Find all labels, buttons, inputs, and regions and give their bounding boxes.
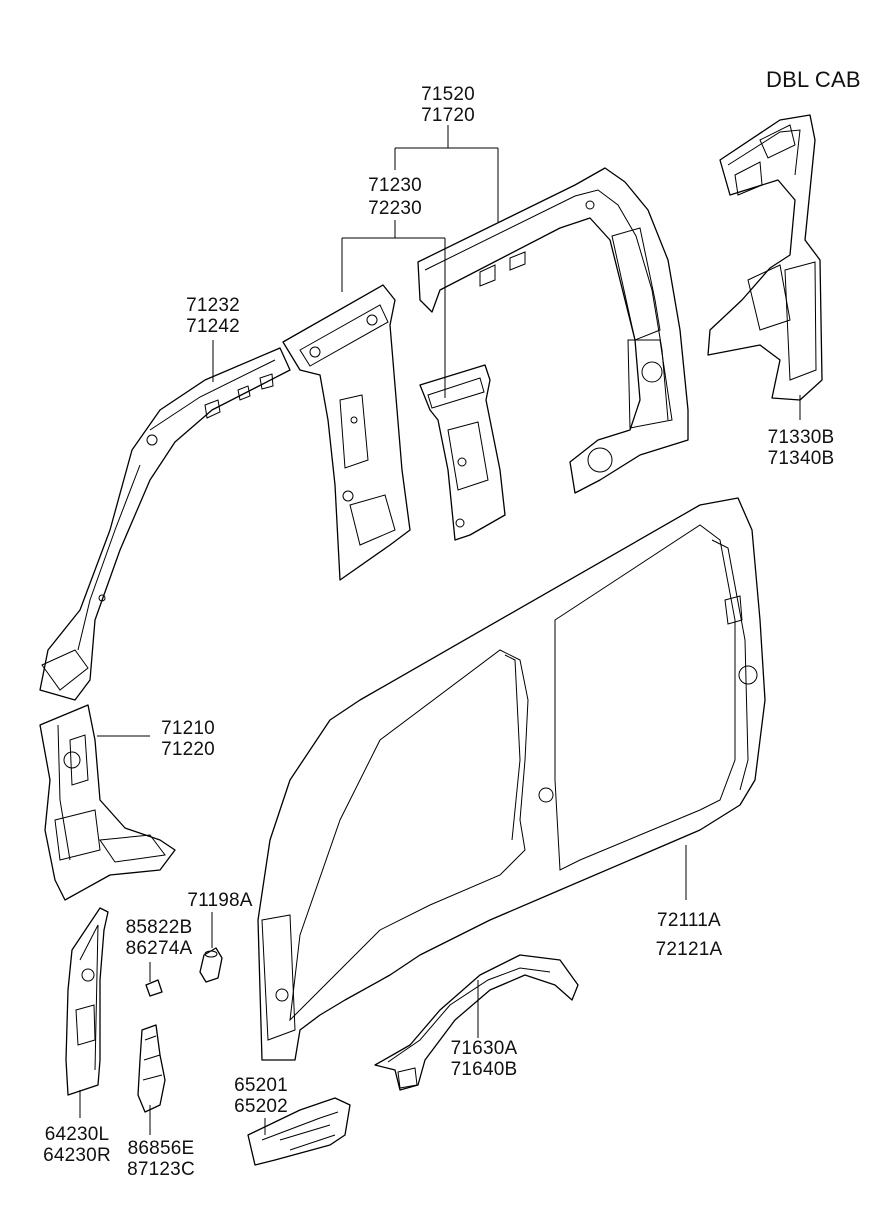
callout-plug: 71198A [175, 890, 265, 911]
side-outer-panel-part [257, 497, 766, 1061]
leader-roof-rail [394, 125, 499, 222]
part-code: 72230 [368, 198, 422, 219]
part-code: 64230R [43, 1145, 111, 1166]
part-code: 86856E [127, 1138, 195, 1159]
callout-rear-panel-dbl-cab: 71330B 71340B [756, 427, 846, 469]
center-pillar-part [282, 284, 411, 581]
step-panel-part [247, 1097, 351, 1166]
part-code: 72111A [657, 910, 721, 931]
part-code: 71198A [187, 890, 253, 911]
callout-front-pillar-lower: 71210 71220 [150, 718, 226, 760]
bracket-part [137, 1024, 166, 1113]
leader-lines [79, 125, 801, 1135]
callout-bracket: 86856E 87123C [116, 1138, 206, 1180]
callout-wheel-house: 71630A 71640B [439, 1038, 529, 1080]
callout-side-outer-panel: 72111A 72121A [644, 910, 734, 960]
part-code: 71230 [368, 175, 422, 196]
callout-roof-rail: 71520 71720 [410, 84, 486, 126]
part-code: 87123C [127, 1159, 195, 1180]
cowl-side-part [65, 907, 109, 1096]
plug-part [199, 947, 223, 983]
wheel-house-part [374, 954, 579, 1091]
part-code: 71330B [767, 427, 835, 448]
leader-center-pillar [341, 220, 446, 398]
clip-part [145, 979, 163, 997]
part-code: 72121A [655, 939, 723, 960]
callout-center-pillar: 71230 72230 [357, 175, 433, 219]
callout-clip: 85822B 86274A [114, 917, 204, 959]
front-pillar-lower-part [39, 704, 176, 901]
part-code: 71520 [421, 84, 475, 105]
part-code: 71340B [767, 448, 835, 469]
part-code: 71232 [186, 295, 240, 316]
part-code: 71640B [450, 1059, 518, 1080]
front-pillar-upper-part [39, 347, 291, 701]
part-code: 71630A [450, 1038, 518, 1059]
part-code: 71720 [421, 105, 475, 126]
callout-front-pillar-upper: 71232 71242 [175, 295, 251, 337]
diagram-caption: DBL CAB [766, 67, 861, 92]
part-code: 71210 [161, 718, 215, 739]
part-code: 65202 [234, 1096, 288, 1117]
part-code: 86274A [125, 938, 193, 959]
callout-cowl-side: 64230L 64230R [32, 1124, 122, 1166]
callout-step-panel: 65201 65202 [223, 1075, 299, 1117]
center-pillar-rear-part [419, 364, 506, 541]
rear-panel-dbl-cab-part [707, 114, 823, 401]
part-code: 71220 [161, 739, 215, 760]
roof-rail-part [417, 167, 689, 494]
part-code: 71242 [186, 316, 240, 337]
part-code: 64230L [44, 1124, 110, 1145]
part-code: 65201 [234, 1075, 288, 1096]
part-code: 85822B [125, 917, 193, 938]
